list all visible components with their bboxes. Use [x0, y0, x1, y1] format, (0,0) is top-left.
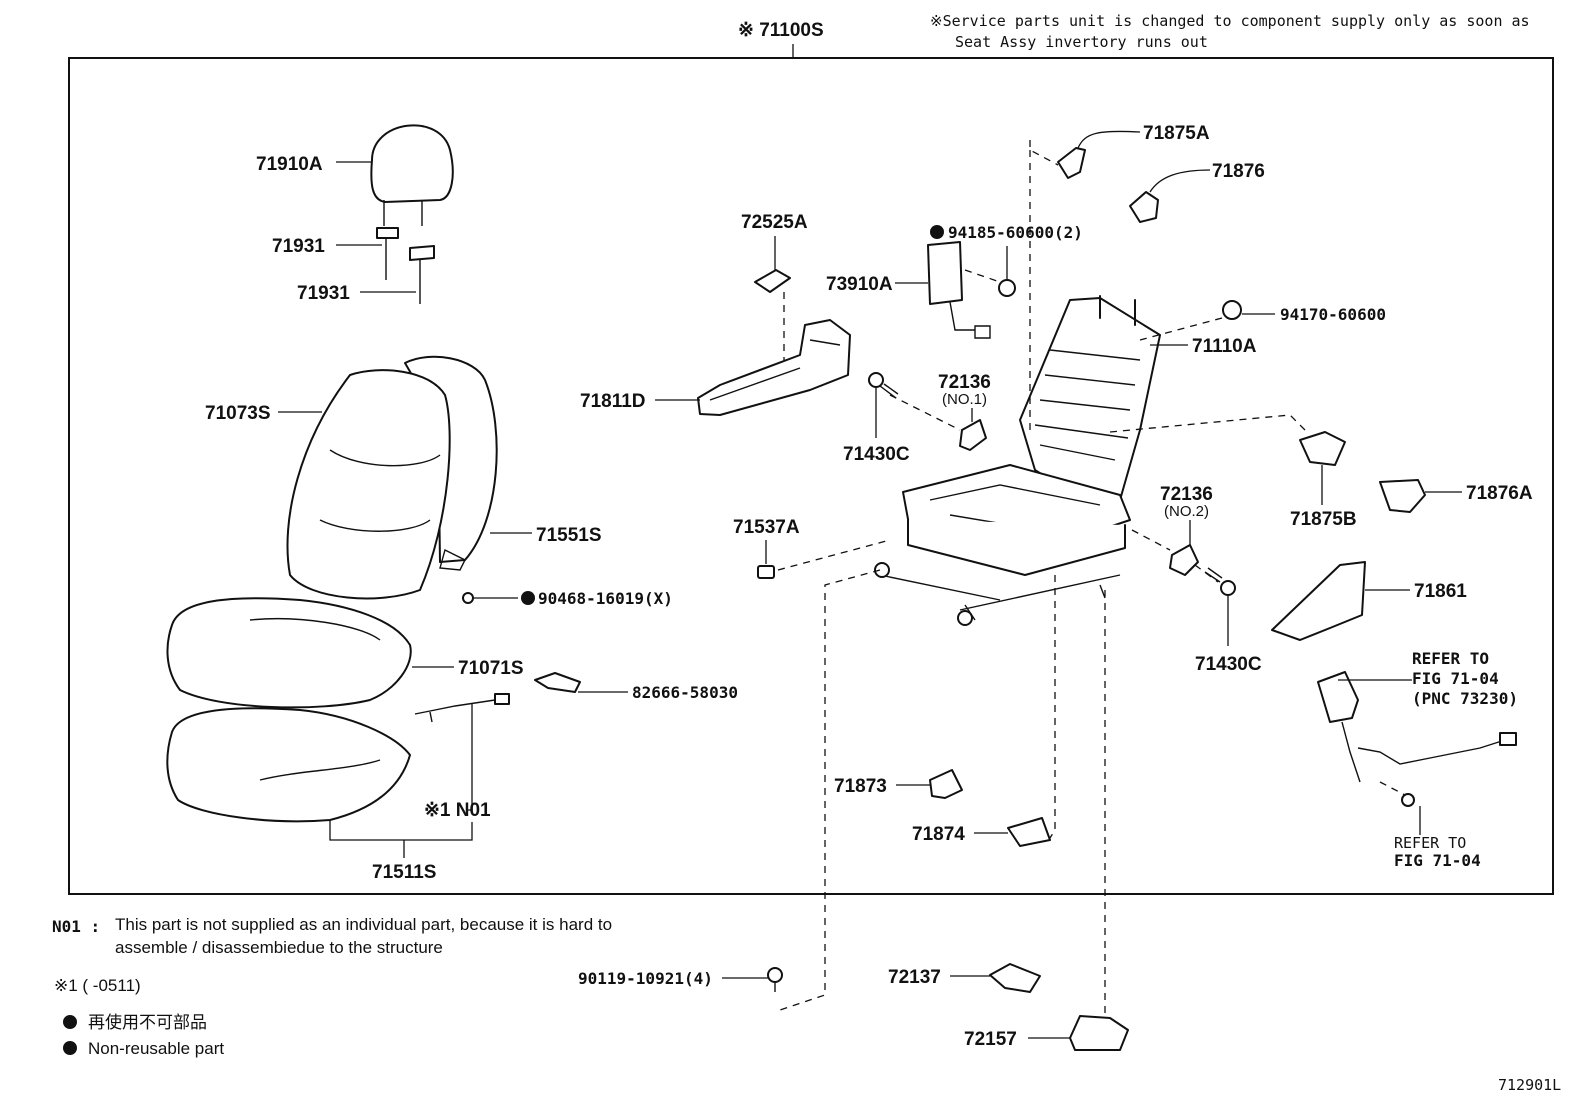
cover-71876A-part[interactable]: [1379, 479, 1426, 513]
cover-no2-part[interactable]: [1169, 544, 1199, 576]
figure-code: 712901L: [1498, 1076, 1561, 1094]
clip-part[interactable]: [462, 592, 474, 604]
part-label-82666-58030[interactable]: 82666-58030: [632, 683, 738, 702]
n01-note-line1: This part is not supplied as an individu…: [115, 915, 612, 934]
n01-code: N01 :: [52, 917, 100, 936]
part-label-71551S[interactable]: 71551S: [536, 525, 602, 546]
ref-mark-note: ※1 ( -0511): [54, 976, 141, 995]
part-label-71876A[interactable]: 71876A: [1466, 483, 1533, 504]
washer-part[interactable]: [1222, 300, 1242, 320]
cover-72157-part[interactable]: [1069, 1015, 1129, 1051]
part-label-90119-10921[interactable]: 90119-10921(4): [578, 969, 713, 988]
assembly-frame: [68, 57, 1554, 895]
seat-cushion-pad-part[interactable]: [166, 707, 411, 823]
part-label-71873[interactable]: 71873: [834, 776, 887, 797]
part-label-72157[interactable]: 72157: [964, 1029, 1017, 1050]
headrest-guide-part-2[interactable]: [409, 245, 435, 304]
non-reusable-marker: [930, 225, 944, 239]
part-label-94170-60600[interactable]: 94170-60600: [1280, 305, 1386, 324]
part-label-72137[interactable]: 72137: [888, 967, 941, 988]
part-label-71931-b[interactable]: 71931: [297, 283, 350, 304]
bolt-part-3[interactable]: [767, 967, 783, 992]
ref-label-2-line1[interactable]: REFER TO: [1394, 834, 1466, 852]
part-label-71874[interactable]: 71874: [912, 824, 965, 845]
headrest-guide-part-1[interactable]: [376, 227, 399, 280]
part-label-72136-no1-sub[interactable]: (NO.1): [942, 391, 987, 408]
part-label-71876[interactable]: 71876: [1212, 161, 1265, 182]
power-seat-switch-part[interactable]: [1317, 671, 1517, 807]
ref-label-1-line1[interactable]: REFER TO: [1412, 649, 1489, 668]
cover-72137-part[interactable]: [989, 963, 1041, 993]
cover-71873-part[interactable]: [929, 769, 963, 799]
part-label-N01[interactable]: ※1 N01: [424, 800, 491, 821]
legend-dot-icon: [63, 1041, 77, 1055]
cover-71875A-part[interactable]: [1057, 147, 1086, 179]
side-shield-cover-part[interactable]: [754, 269, 791, 293]
cap-part[interactable]: [757, 565, 775, 579]
cover-71875B-part[interactable]: [1299, 431, 1346, 466]
bracket-part[interactable]: [534, 672, 581, 693]
side-airbag-part[interactable]: [927, 241, 991, 339]
cover-no1-part[interactable]: [959, 419, 987, 451]
part-label-73910A[interactable]: 73910A: [826, 274, 893, 295]
shield-cover-71861-part[interactable]: [1271, 561, 1366, 641]
part-label-71811D[interactable]: 71811D: [580, 391, 646, 412]
n01-note-line2: assemble / disassembiedue to the structu…: [115, 938, 443, 957]
ref-label-1-line3[interactable]: (PNC 73230): [1412, 689, 1518, 708]
part-label-71110A[interactable]: 71110A: [1192, 336, 1257, 357]
part-label-90468-16019[interactable]: 90468-16019(X): [538, 589, 673, 608]
part-label-94185-60600[interactable]: 94185-60600(2): [948, 223, 1083, 242]
part-label-71430C-a[interactable]: 71430C: [843, 444, 910, 465]
cover-71874-part[interactable]: [1007, 817, 1051, 847]
part-label-71430C-b[interactable]: 71430C: [1195, 654, 1262, 675]
seat-cushion-cover-part[interactable]: [166, 597, 412, 709]
ref-label-2-line2[interactable]: FIG 71-04: [1394, 851, 1481, 870]
part-label-71537A[interactable]: 71537A: [733, 517, 800, 538]
part-label-72136-no2-sub[interactable]: (NO.2): [1164, 503, 1209, 520]
cover-71876-part[interactable]: [1129, 191, 1159, 223]
part-label-71861[interactable]: 71861: [1414, 581, 1467, 602]
legend-dot-icon: [63, 1015, 77, 1029]
assembly-number-label[interactable]: ※ 71100S: [738, 20, 824, 41]
part-label-71910A[interactable]: 71910A: [256, 154, 323, 175]
legend-text-jp: 再使用不可部品: [88, 1012, 207, 1032]
part-label-72136-no1[interactable]: 72136: [938, 372, 991, 393]
bolt-part-2[interactable]: [1204, 567, 1236, 596]
part-label-71931-a[interactable]: 71931: [272, 236, 325, 257]
part-label-71071S[interactable]: 71071S: [458, 658, 524, 679]
bolt-part-1[interactable]: [868, 372, 899, 399]
non-reusable-marker: [521, 591, 535, 605]
part-label-71511S[interactable]: 71511S: [372, 862, 436, 883]
part-label-72525A[interactable]: 72525A: [741, 212, 808, 233]
part-label-71073S[interactable]: 71073S: [205, 403, 271, 424]
wire-harness-part[interactable]: [414, 693, 510, 723]
legend-text-en: Non-reusable part: [88, 1039, 224, 1058]
part-label-71875B[interactable]: 71875B: [1290, 509, 1357, 530]
seatback-pad-part[interactable]: [404, 355, 498, 571]
side-shield-part[interactable]: [697, 319, 851, 416]
headrest-part[interactable]: [370, 124, 454, 226]
part-label-72136-no2[interactable]: 72136: [1160, 484, 1213, 505]
ref-label-1-line2[interactable]: FIG 71-04: [1412, 669, 1499, 688]
service-note-line2: Seat Assy invertory runs out: [955, 33, 1208, 51]
part-label-71875A[interactable]: 71875A: [1143, 123, 1210, 144]
nut-part[interactable]: [998, 279, 1016, 297]
seatback-cover-part[interactable]: [286, 369, 451, 600]
service-note-line1: ※Service parts unit is changed to compon…: [930, 12, 1530, 30]
seat-frame-part[interactable]: [874, 295, 1161, 626]
